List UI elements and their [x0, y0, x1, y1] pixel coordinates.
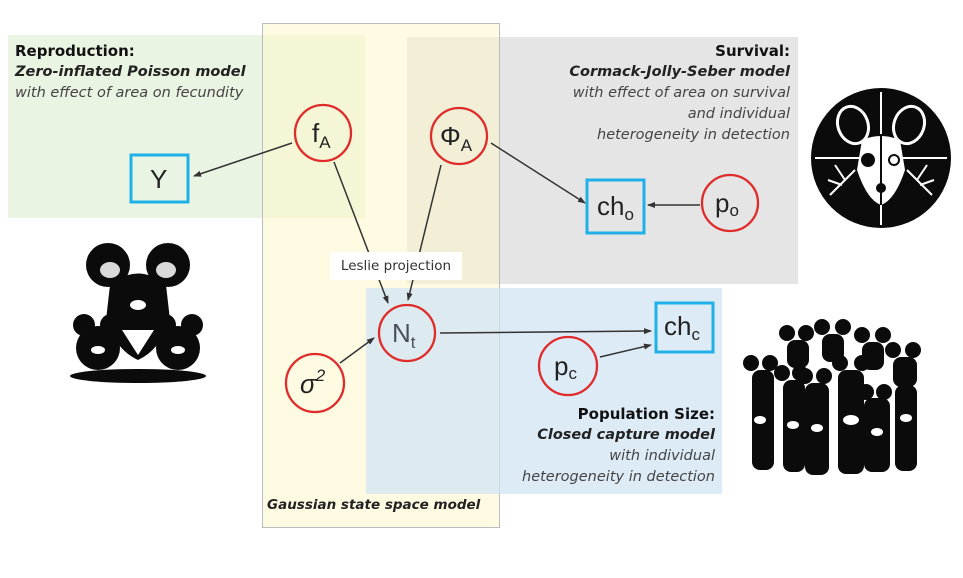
svg-text:pc: pc — [554, 351, 577, 383]
edge-phiA-to-cho — [490, 142, 586, 204]
edge-fA-to-Y — [193, 142, 293, 177]
gaussian-title: Gaussian state space model — [267, 497, 481, 513]
svg-text:fA: fA — [312, 118, 331, 152]
svg-text:cho: cho — [597, 191, 634, 224]
edge-fA-to-Nt — [333, 161, 389, 304]
reproduction-caption: Reproduction: Zero-inflated Poisson mode… — [15, 41, 355, 104]
edge-Nt-to-chc — [439, 328, 652, 335]
population-desc-line: heterogeneity in detection — [522, 469, 715, 485]
edge-sigma2-to-Nt — [339, 337, 375, 364]
skull-dog-crosshair-icon — [811, 88, 951, 228]
population-caption: Population Size: Closed capture model wi… — [470, 404, 715, 488]
node-pc: pc — [537, 335, 599, 397]
population-model: Closed capture model — [537, 427, 715, 443]
edge-pc-to-chc — [599, 343, 652, 358]
survival-desc-line: with effect of area on survival — [572, 85, 790, 101]
survival-desc-line: and individual — [687, 106, 790, 122]
svg-text:Nt: Nt — [392, 318, 416, 352]
node-fA: fA — [293, 103, 353, 163]
node-cho: cho — [585, 178, 646, 235]
node-chc: chc — [654, 301, 715, 354]
reproduction-desc: with effect of area on fecundity — [15, 85, 244, 101]
svg-text:po: po — [715, 188, 739, 220]
survival-caption: Survival: Cormack-Jolly-Seber model with… — [500, 41, 790, 146]
node-sigma2: σ2 — [284, 352, 346, 414]
dog-with-pups-icon — [70, 243, 206, 383]
reproduction-model: Zero-inflated Poisson model — [15, 64, 246, 80]
reproduction-title: Reproduction: — [15, 42, 135, 60]
survival-title: Survival: — [715, 42, 790, 60]
node-Y: Y — [129, 153, 190, 204]
svg-text:Y: Y — [150, 164, 167, 194]
svg-text:ΦA: ΦA — [440, 121, 473, 155]
survival-model: Cormack-Jolly-Seber model — [569, 64, 790, 80]
node-phiA: ΦA — [429, 106, 489, 166]
node-Nt: Nt — [377, 303, 437, 363]
dog-pack-icon — [743, 319, 921, 475]
population-title: Population Size: — [577, 405, 715, 423]
survival-desc-line: heterogeneity in detection — [597, 127, 790, 143]
leslie-projection-label: Leslie projection — [330, 252, 462, 280]
population-desc-line: with individual — [609, 448, 715, 464]
node-po: po — [700, 173, 760, 233]
svg-text:chc: chc — [664, 311, 700, 344]
svg-text:σ2: σ2 — [300, 366, 326, 399]
population-size-panel — [366, 288, 722, 494]
